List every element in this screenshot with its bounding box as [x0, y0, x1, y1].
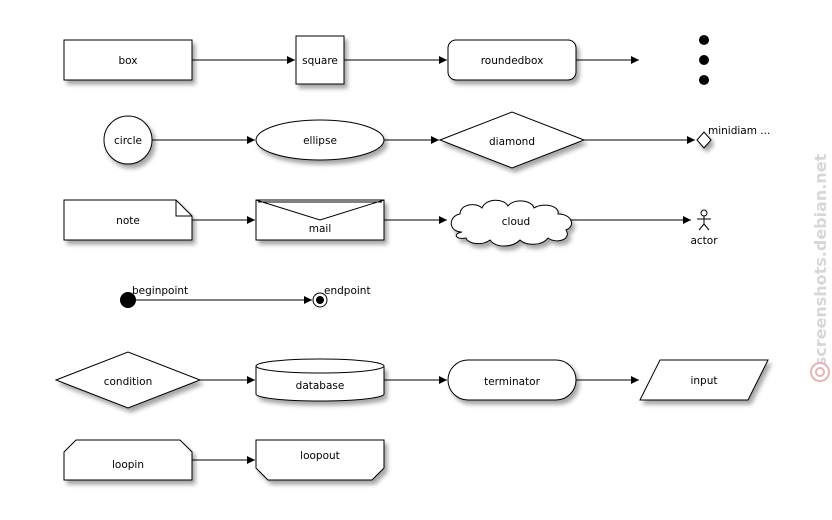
node-database-label: database [296, 380, 345, 392]
node-endpoint: endpoint [312, 285, 371, 308]
node-terminator: terminator [447, 359, 577, 401]
node-circle-label: circle [114, 135, 142, 147]
node-loopout-label: loopout [300, 450, 340, 462]
node-diamond-label: diamond [489, 136, 535, 148]
node-actor: actor [690, 209, 718, 247]
node-input: input [639, 359, 769, 401]
node-ellipse: ellipse [255, 119, 385, 161]
node-loopin-label: loopin [112, 459, 144, 471]
node-circle: circle [103, 115, 153, 165]
actor-icon [697, 209, 711, 231]
node-terminator-label: terminator [484, 376, 540, 388]
watermark-logo-icon [810, 362, 830, 382]
node-square-label: square [302, 55, 338, 67]
node-box: box [63, 39, 193, 81]
node-mail-label: mail [309, 223, 332, 235]
node-ellipse-label: ellipse [303, 135, 337, 147]
node-actor-label: actor [690, 235, 718, 247]
node-endpoint-label: endpoint [324, 285, 371, 297]
node-mail: mail [255, 199, 385, 241]
node-box-label: box [119, 55, 138, 67]
node-loopin: loopin [63, 439, 193, 481]
node-note-label: note [116, 215, 140, 227]
node-database: database [255, 358, 385, 402]
node-beginpoint-label: beginpoint [132, 285, 188, 297]
node-input-label: input [690, 375, 717, 387]
node-dots [699, 35, 709, 85]
node-condition-label: condition [104, 376, 153, 388]
node-cloud: cloud [450, 199, 573, 247]
node-square: square [295, 35, 345, 85]
node-diamond: diamond [438, 111, 586, 169]
watermark-text: screenshots.debian.net [811, 153, 830, 366]
node-minidiamond-label: minidiam ... [708, 125, 770, 137]
node-beginpoint: beginpoint [120, 285, 188, 308]
node-roundedbox: roundedbox [447, 39, 577, 81]
node-roundedbox-label: roundedbox [481, 55, 544, 67]
node-cloud-label: cloud [502, 216, 530, 228]
node-note: note [63, 199, 193, 241]
node-loopout: loopout [255, 439, 385, 481]
node-condition: condition [54, 351, 202, 409]
node-minidiamond: minidiam ... [696, 125, 770, 149]
watermark: screenshots.debian.net [811, 153, 830, 366]
